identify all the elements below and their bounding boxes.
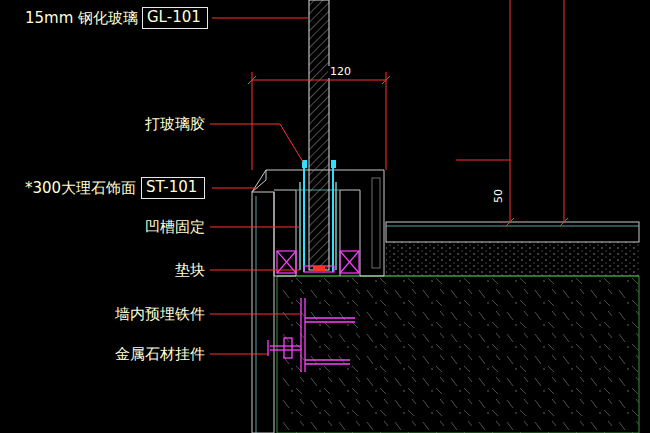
callout-label: 金属石材挂件	[115, 345, 205, 363]
tag-text: GL-101	[147, 8, 201, 26]
callout-label: 垫块	[175, 261, 205, 279]
callout-label: 凹槽固定	[145, 218, 205, 236]
callout-label: 墙内预埋铁件	[115, 305, 205, 323]
dimension-text: 120	[328, 66, 353, 78]
callout-label: *300大理石饰面	[25, 179, 136, 197]
material-tag: GL-101	[142, 7, 208, 29]
material-tag: ST-101	[141, 177, 205, 199]
tag-text: ST-101	[146, 178, 197, 196]
dimension-text: 50	[493, 187, 505, 205]
callout-label: 15mm 钢化玻璃	[25, 9, 138, 27]
callout-label: 打玻璃胶	[145, 115, 205, 133]
